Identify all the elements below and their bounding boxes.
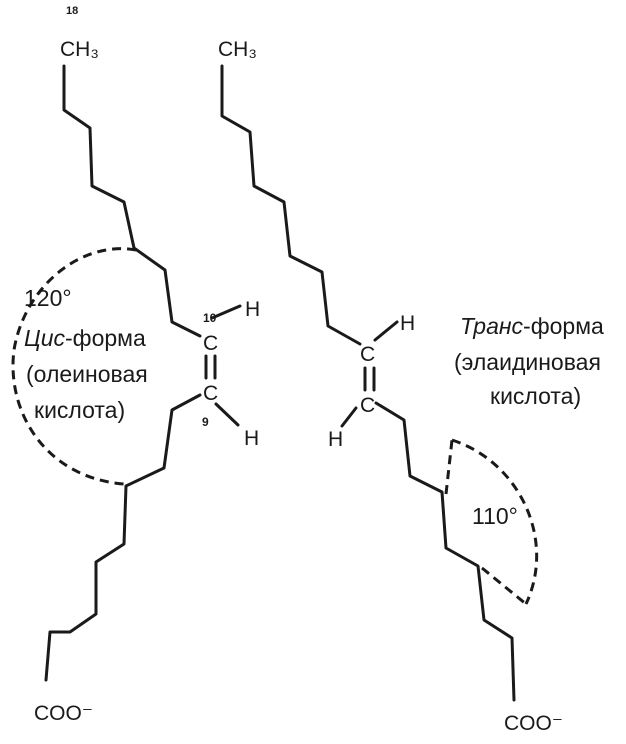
cis-carboxylate-label: COO⁻	[34, 702, 93, 725]
cis-lower-chain	[44, 393, 202, 682]
trans-angle-arm-upper	[444, 439, 454, 495]
cis-carbon-upper: C	[203, 332, 218, 355]
trans-carboxylate-label: COO⁻	[504, 712, 563, 735]
cis-form-name: Цис-форма	[24, 325, 146, 351]
cis-hydrogen-upper: H	[245, 298, 260, 321]
trans-carbon-lower: C	[360, 394, 375, 417]
trans-h-bond-upper	[373, 320, 399, 342]
trans-form-suffix: -форма	[523, 313, 604, 339]
cis-form-suffix: -форма	[65, 325, 146, 351]
cis-angle-label: 120°	[24, 285, 72, 311]
cis-hydrogen-lower: H	[244, 427, 259, 450]
trans-angle-label: 110°	[472, 503, 518, 529]
trans-isomer: CH₃ C H C H 110° Транс-форма (элаидинова…	[218, 38, 604, 735]
trans-form-name: Транс-форма	[460, 313, 604, 339]
cis-form-prefix: Цис	[24, 325, 66, 351]
cis-h-bond-upper	[210, 304, 242, 320]
cis-upper-chain	[62, 64, 202, 338]
trans-hydrogen-lower: H	[328, 428, 343, 451]
trans-carbon-upper: C	[360, 343, 375, 366]
trans-angle-arm-lower	[481, 566, 527, 606]
trans-h-bond-lower	[340, 406, 358, 428]
cis-carbon-lower: C	[203, 382, 218, 405]
trans-lower-chain	[374, 401, 516, 702]
cis-methyl-label: CH₃	[60, 38, 99, 61]
cis-h-bond-lower	[214, 402, 240, 427]
trans-acid-name-line1: (элаидиновая	[454, 349, 601, 375]
cis-isomer: 18 CH₃ 10 C H C 9 H 120° Цис-форма (олеи…	[11, 5, 260, 725]
trans-acid-name-line2: кислота)	[490, 383, 581, 409]
trans-form-prefix: Транс	[460, 313, 524, 339]
cis-carbon-number-18: 18	[66, 5, 78, 17]
trans-upper-chain	[220, 64, 362, 346]
cis-carbon-number-9: 9	[202, 415, 209, 429]
cis-acid-name-line1: (олеиновая	[26, 361, 148, 387]
trans-methyl-label: CH₃	[218, 38, 257, 61]
cis-carbon-number-10: 10	[203, 311, 217, 325]
cis-acid-name-line2: кислота)	[34, 397, 125, 423]
trans-hydrogen-upper: H	[400, 312, 415, 335]
cis-angle-arc	[11, 247, 137, 486]
